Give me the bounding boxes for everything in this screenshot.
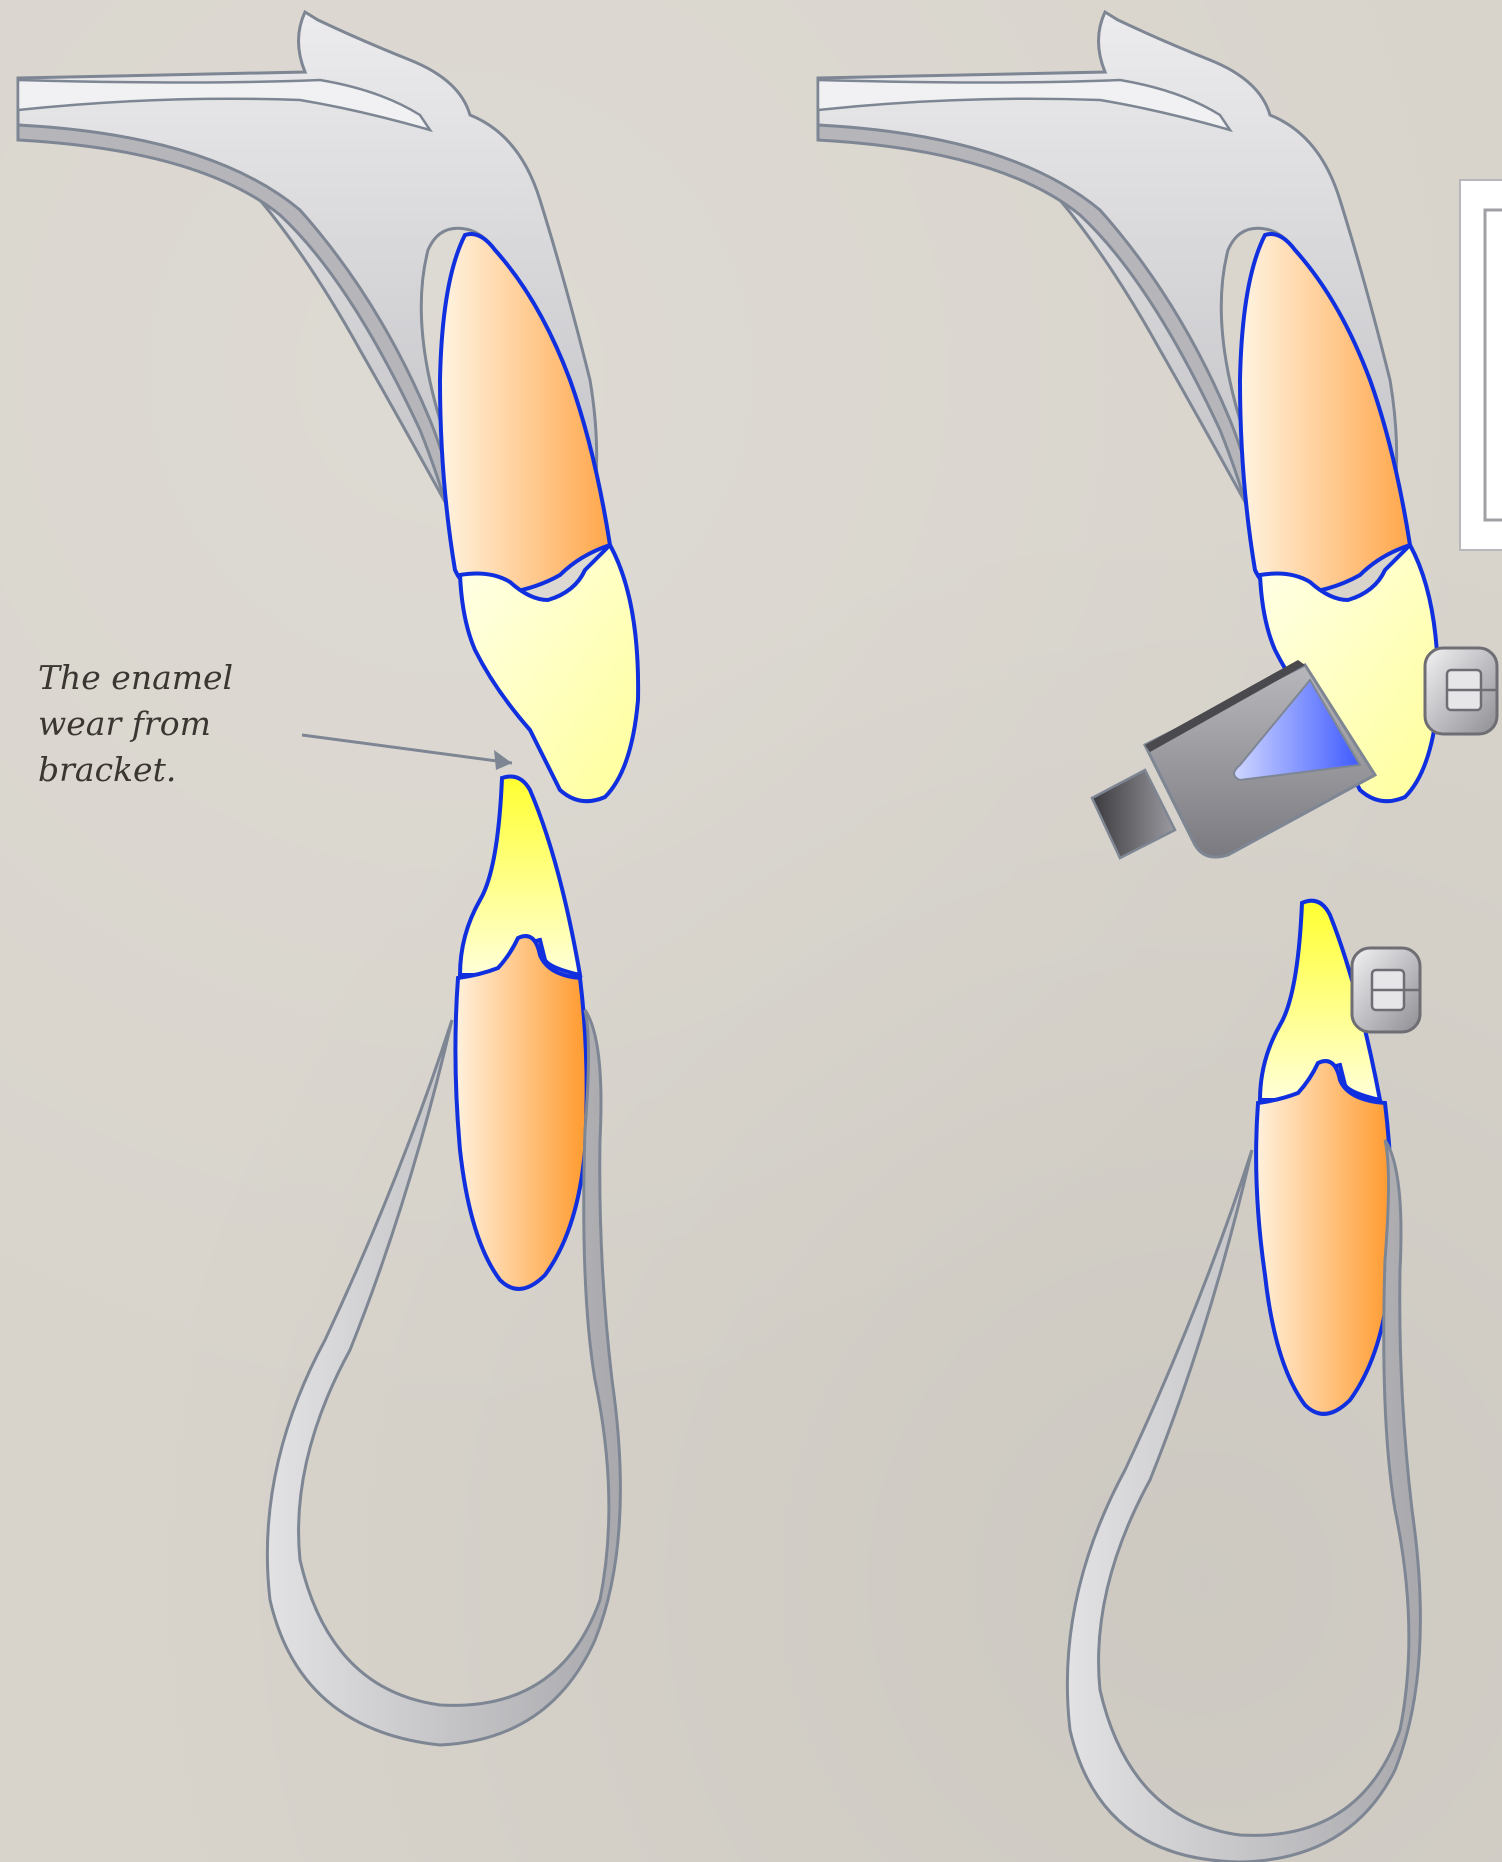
right-panel <box>818 12 1502 1862</box>
lower-root <box>455 936 586 1289</box>
upper-tooth-left <box>440 234 638 801</box>
lower-bracket <box>1352 948 1420 1032</box>
upper-bracket <box>1425 648 1497 734</box>
white-frame-partial <box>1460 180 1502 550</box>
lower-root <box>1256 1061 1392 1414</box>
annotation-arrow <box>302 735 512 770</box>
left-panel <box>18 12 638 1745</box>
annotation-label: The enamel wear from bracket. <box>38 655 298 793</box>
lower-tooth-left <box>455 777 586 1289</box>
upper-crown <box>460 545 638 801</box>
